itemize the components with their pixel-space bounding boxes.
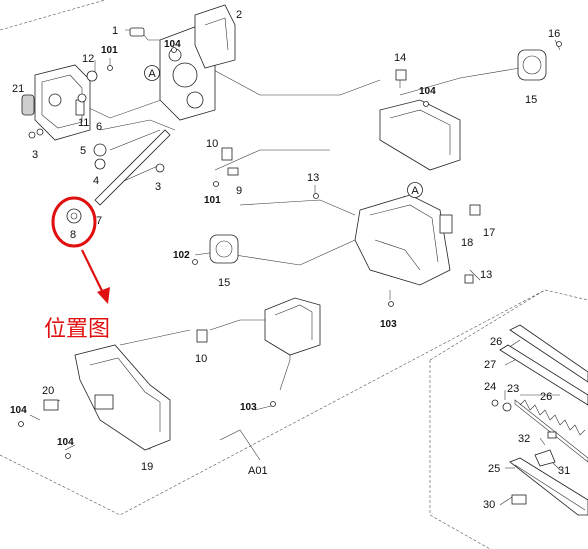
annotation-arrow-head (97, 287, 110, 304)
part-19-lower-frame (74, 344, 171, 451)
callout-104c: 104 (10, 405, 27, 416)
callout-26b: 26 (540, 391, 552, 403)
callout-8: 8 (70, 229, 76, 241)
callout-20: 20 (42, 385, 54, 397)
callout-16: 16 (548, 28, 560, 40)
callout-9: 9 (236, 185, 242, 197)
callout-101b: 101 (204, 195, 221, 206)
part-screws (18, 41, 562, 459)
annotation-caption: 位置图 (44, 317, 110, 342)
callout-13a: 13 (307, 172, 319, 184)
part-1-clip (129, 27, 145, 37)
part-upper-right-frame (379, 69, 461, 171)
part-21-motor (21, 94, 35, 116)
callout-12: 12 (82, 53, 94, 65)
callout-6: 6 (96, 121, 102, 133)
part-30-31-32 (511, 431, 557, 505)
callout-2: 2 (236, 9, 242, 21)
callout-32: 32 (518, 433, 530, 445)
callout-1: 1 (112, 25, 118, 37)
callout-11: 11 (78, 117, 89, 129)
annotation-arrow-line (81, 249, 105, 296)
callout-3b: 3 (155, 181, 161, 193)
part-26-27-rails (499, 324, 588, 463)
callout-3a: 3 (32, 149, 38, 161)
part-24-23-gears (491, 399, 512, 412)
callout-14: 14 (394, 52, 406, 64)
svg-text:A: A (148, 68, 156, 80)
part-2-bracket (194, 4, 236, 69)
callout-labels: 1 2 3 3 4 5 6 7 8 9 10 10 11 12 13 13 14… (10, 9, 570, 511)
callout-104a: 104 (164, 39, 181, 50)
assembly-label: A01 (248, 465, 268, 477)
part-left-frame (34, 64, 91, 141)
callout-17: 17 (483, 227, 495, 239)
part-shaft (94, 129, 171, 206)
marker-a-2: A (407, 182, 423, 198)
part-10-switch (196, 147, 233, 343)
callout-103b: 103 (240, 402, 257, 413)
callout-23: 23 (507, 383, 519, 395)
callout-18: 18 (461, 237, 473, 249)
callout-19: 19 (141, 461, 153, 473)
part-25-guide (509, 457, 588, 516)
part-20-block (43, 399, 59, 411)
callout-4: 4 (93, 175, 99, 187)
callout-13b: 13 (480, 269, 492, 281)
part-8-gear (66, 208, 82, 224)
callout-101a: 101 (101, 45, 118, 56)
callout-30: 30 (483, 499, 495, 511)
highlight-circle (51, 196, 97, 248)
callout-5: 5 (80, 145, 86, 157)
part-15-fan (209, 49, 547, 264)
part-duct-frame (264, 297, 321, 356)
callout-104d: 104 (57, 437, 74, 448)
callout-27: 27 (484, 359, 496, 371)
callout-103a: 103 (380, 319, 397, 330)
callout-10a: 10 (206, 138, 218, 150)
svg-text:A: A (411, 185, 419, 197)
callout-102: 102 (173, 250, 190, 261)
callout-15b: 15 (525, 94, 537, 106)
location-annotation: 位置图 (44, 196, 110, 342)
callout-24: 24 (484, 381, 496, 393)
callout-25: 25 (488, 463, 500, 475)
callout-26a: 26 (490, 336, 502, 348)
marker-a-1: A (144, 65, 160, 81)
part-bushings (28, 70, 165, 173)
callout-7: 7 (96, 215, 102, 227)
callout-104b: 104 (419, 86, 436, 97)
callout-31: 31 (558, 465, 570, 477)
callout-15a: 15 (218, 277, 230, 289)
part-9-actuator (227, 167, 239, 176)
callout-21: 21 (12, 83, 24, 95)
callout-10b: 10 (195, 353, 207, 365)
leader-lines (29, 13, 561, 506)
